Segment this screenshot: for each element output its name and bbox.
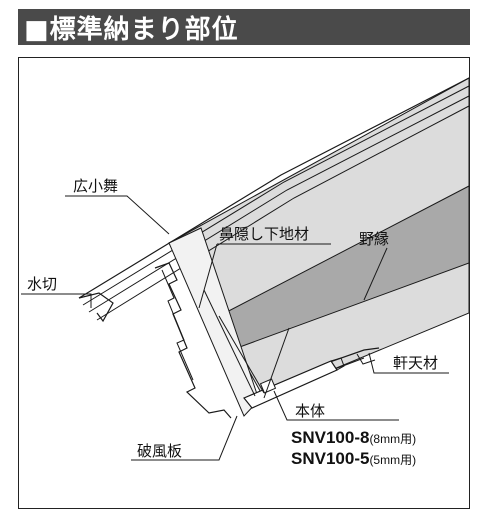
frame-line-2	[218, 315, 265, 394]
title-bar: ■標準納まり部位	[18, 9, 470, 45]
leader-hafuita	[131, 415, 238, 461]
hontai-end	[330, 357, 345, 371]
roof-line-3	[88, 95, 469, 313]
page-title: ■標準納まり部位	[24, 14, 239, 45]
product-code-1: SNV100-8(8mm用)	[291, 428, 416, 447]
roof-line-1	[78, 77, 469, 299]
hafu-trim-inner	[161, 269, 194, 381]
label-hanakakushi: 鼻隠し下地材	[219, 225, 309, 243]
mizukiri-flashing	[78, 292, 114, 323]
label-hiro-komai: 広小舞	[73, 177, 118, 195]
label-mizukiri: 水切	[27, 275, 57, 293]
leader-hanakakushi	[198, 243, 218, 309]
label-hontai: 本体	[295, 402, 325, 420]
roof-line-2	[82, 85, 469, 306]
product-code-1-main: SNV100-8	[291, 428, 369, 447]
frame-line-1	[203, 289, 256, 397]
product-code-1-note: (8mm用)	[369, 432, 416, 446]
product-code-2-note: (5mm用)	[369, 453, 416, 467]
label-hafuita: 破風板	[137, 442, 182, 460]
product-code-2-main: SNV100-5	[291, 449, 369, 468]
hafu-trim-profile	[154, 262, 232, 419]
eaves-section-diagram: 広小舞 鼻隠し下地材 野縁 水切 軒天材 本体 破風板 SNV100-8(8mm…	[21, 77, 469, 468]
leader-hiro-komai	[65, 195, 170, 235]
diagram-frame: 広小舞 鼻隠し下地材 野縁 水切 軒天材 本体 破風板 SNV100-8(8mm…	[18, 57, 470, 509]
leader-nokiten	[368, 352, 449, 374]
leader-nobuchi	[363, 247, 388, 301]
label-nobuchi: 野縁	[359, 230, 389, 248]
label-nokiten: 軒天材	[393, 354, 438, 372]
product-code-2: SNV100-5(5mm用)	[291, 449, 416, 468]
leader-mizukiri	[21, 293, 92, 308]
frame-line-3	[263, 327, 290, 399]
leader-hontai	[273, 390, 399, 421]
roof-line-4	[96, 105, 469, 321]
